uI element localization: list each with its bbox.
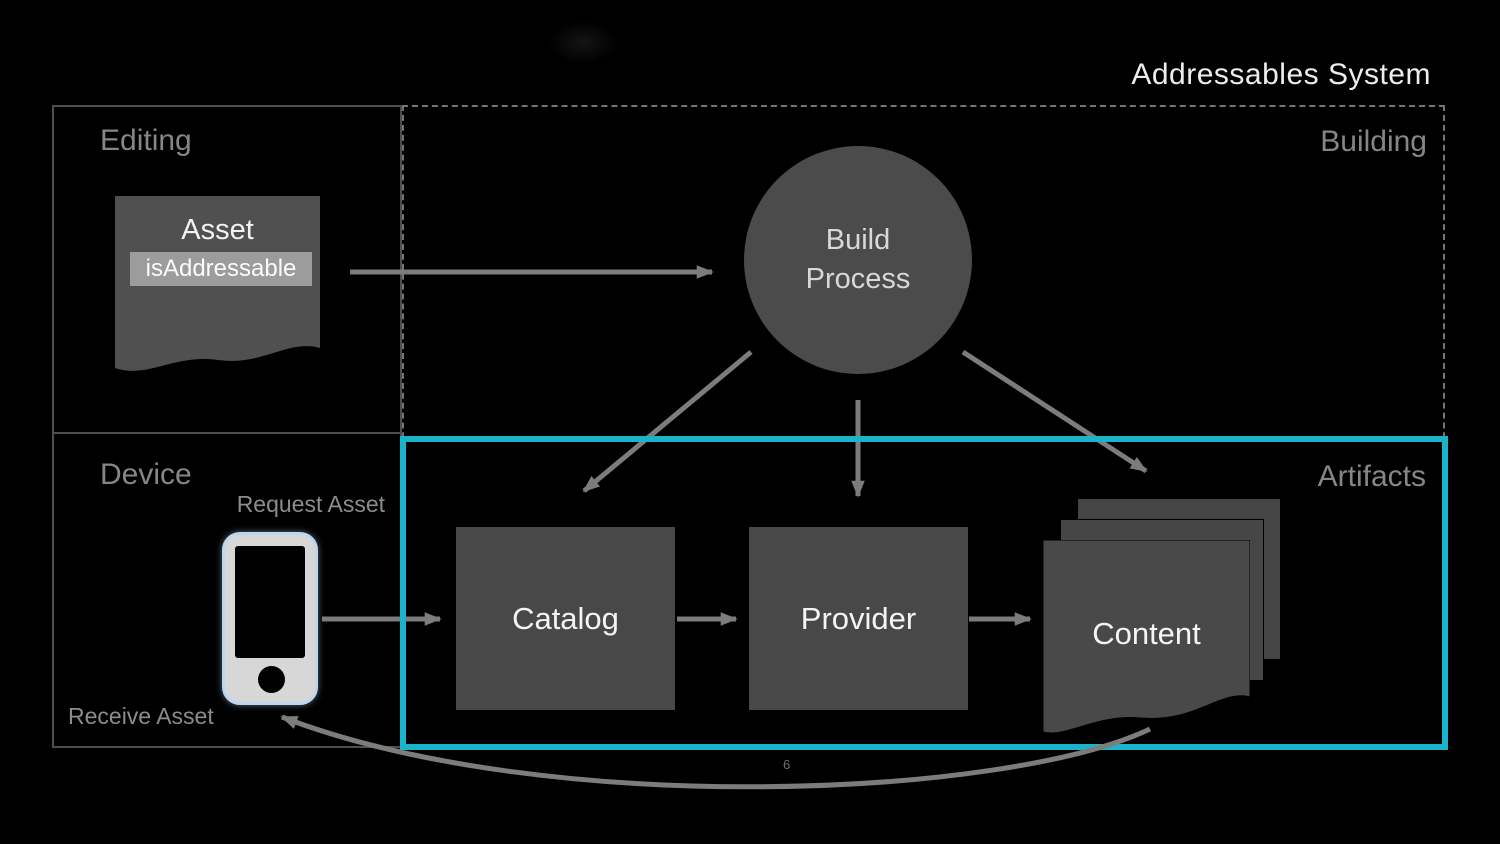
smartphone-home-button bbox=[258, 666, 285, 693]
provider-node: Provider bbox=[749, 527, 968, 710]
content-node: Content bbox=[1042, 498, 1283, 743]
asset-isaddressable-field: isAddressable bbox=[130, 252, 312, 286]
page-title: Addressables System bbox=[1131, 58, 1431, 91]
smartphone-screen bbox=[235, 546, 305, 658]
asset-node: Asset isAddressable bbox=[115, 196, 320, 379]
asset-title: Asset bbox=[181, 214, 254, 246]
artifacts-region-label: Artifacts bbox=[1317, 460, 1426, 493]
smartphone-icon bbox=[222, 532, 318, 705]
provider-label: Provider bbox=[800, 600, 917, 636]
receive-asset-label: Receive Asset bbox=[68, 703, 214, 729]
build-process-label: Build Process bbox=[805, 223, 911, 295]
faint-smudge bbox=[548, 20, 618, 65]
device-region: Device bbox=[52, 432, 402, 748]
catalog-label: Catalog bbox=[512, 600, 619, 636]
build-process-node: Build Process bbox=[744, 146, 972, 374]
request-asset-label: Request Asset bbox=[236, 491, 385, 517]
device-region-label: Device bbox=[100, 458, 192, 491]
building-region-label: Building bbox=[1320, 125, 1427, 158]
page-number: 6 bbox=[783, 757, 791, 772]
editing-region: Editing bbox=[52, 105, 402, 432]
content-label: Content bbox=[1092, 616, 1201, 651]
catalog-node: Catalog bbox=[456, 527, 675, 710]
editing-region-label: Editing bbox=[100, 124, 192, 157]
artifacts-region: Artifacts bbox=[400, 436, 1448, 750]
